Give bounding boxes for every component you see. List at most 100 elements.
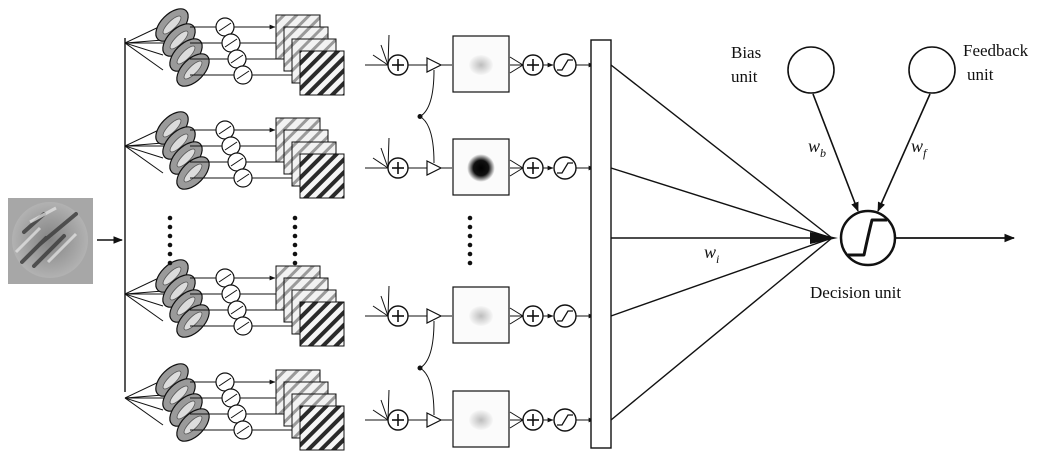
sum-input-line: [387, 285, 390, 317]
filter-center: [183, 163, 203, 183]
sum-input-line: [372, 54, 389, 66]
filter-center: [162, 118, 182, 138]
sum-input-line: [372, 305, 389, 317]
nonlinearity-curve: [224, 38, 238, 48]
pooled-blob: [469, 306, 493, 326]
ellipsis-dot: [167, 251, 173, 257]
nonlinearity-curve: [236, 70, 250, 80]
sum-input-line: [380, 44, 389, 66]
nonlinearity-curve: [236, 173, 250, 183]
bias-unit: [787, 46, 835, 94]
ellipsis-dot: [167, 242, 173, 248]
pool-link: [509, 307, 524, 317]
fan-line: [124, 293, 164, 307]
pooled-blob: [467, 154, 495, 182]
ellipsis-dot: [467, 233, 473, 239]
filter-center: [162, 15, 182, 35]
pool-link: [509, 159, 524, 169]
fan-line: [124, 293, 164, 322]
sigmoid-curve: [557, 414, 573, 426]
filter-center: [169, 30, 189, 50]
gain-triangle: [426, 57, 443, 73]
feedback-unit: [908, 46, 956, 94]
fan-line: [124, 42, 164, 56]
convergence-arrowhead: [810, 232, 838, 244]
nonlinearity-curve: [230, 157, 244, 167]
ellipsis-dot: [167, 224, 173, 230]
bracket-node: [417, 114, 423, 119]
bracket-node: [417, 365, 423, 371]
filter-center: [183, 311, 203, 331]
filter-image-front: [299, 301, 345, 347]
output-units-column: [590, 39, 612, 449]
weight-label-wi: wi: [704, 242, 719, 266]
fan-line: [124, 145, 164, 174]
nonlinearity-curve: [218, 273, 232, 283]
feedback-unit-label: Feedback unit: [963, 41, 1032, 84]
filter-center: [162, 266, 182, 286]
pool-link: [509, 315, 524, 325]
filter-image-front: [299, 50, 345, 96]
stimulus-image: [8, 198, 93, 284]
fan-line: [124, 397, 164, 426]
sigmoid-curve: [557, 162, 573, 174]
sum-input-line: [372, 157, 389, 169]
filter-center: [176, 45, 196, 65]
filter-center: [183, 60, 203, 80]
filter-center: [176, 148, 196, 168]
channel-3: [124, 259, 608, 347]
channel-1: [124, 8, 608, 96]
nonlinearity-curve: [236, 425, 250, 435]
sum-input-line: [387, 389, 390, 421]
ellipsis-dot: [292, 242, 298, 248]
sum-input-line: [387, 34, 390, 66]
pool-link: [509, 64, 524, 74]
pooled-blob: [469, 410, 493, 430]
bias-unit-label: Bias unit: [731, 43, 765, 86]
sum-input-line: [380, 295, 389, 317]
pool-link: [509, 167, 524, 177]
weight-line: [610, 237, 833, 421]
filter-center: [162, 370, 182, 390]
nonlinearity-curve: [236, 321, 250, 331]
sum-input-line: [380, 147, 389, 169]
nonlinearity-curve: [218, 377, 232, 387]
filter-center: [169, 133, 189, 153]
nonlinearity-curve: [230, 409, 244, 419]
ellipsis-dot: [292, 233, 298, 239]
sigmoid-curve: [557, 310, 573, 322]
channel-4: [124, 363, 608, 451]
nonlinearity-curve: [224, 393, 238, 403]
filter-center: [176, 296, 196, 316]
filter-center: [176, 400, 196, 420]
filter-image-front: [299, 405, 345, 451]
decision-unit: [839, 209, 897, 267]
nonlinearity-curve: [230, 305, 244, 315]
decision-unit-label: Decision unit: [810, 283, 901, 302]
gain-triangle: [426, 308, 443, 324]
nonlinearity-curve: [230, 54, 244, 64]
pool-link: [509, 56, 524, 66]
ellipsis-dot: [292, 251, 298, 257]
weight-lines: [610, 64, 838, 421]
channel-2: [124, 111, 608, 199]
nonlinearity-curve: [224, 289, 238, 299]
pooled-blob: [469, 55, 493, 75]
weight-label-wf: wf: [911, 136, 928, 160]
filter-center: [183, 415, 203, 435]
ellipsis-dot: [292, 260, 298, 266]
pool-link: [509, 411, 524, 421]
ellipsis-dot: [167, 233, 173, 239]
channels-group: [124, 8, 608, 451]
bias-weight-line: [812, 93, 859, 212]
ellipsis-dot: [167, 215, 173, 221]
ellipsis-dot: [292, 215, 298, 221]
nonlinearity-curve: [218, 125, 232, 135]
nonlinearity-curve: [224, 141, 238, 151]
ellipsis-dots: [167, 204, 604, 266]
fan-line: [124, 145, 164, 159]
ellipsis-dot: [467, 215, 473, 221]
feedback-weight-line: [877, 93, 931, 212]
